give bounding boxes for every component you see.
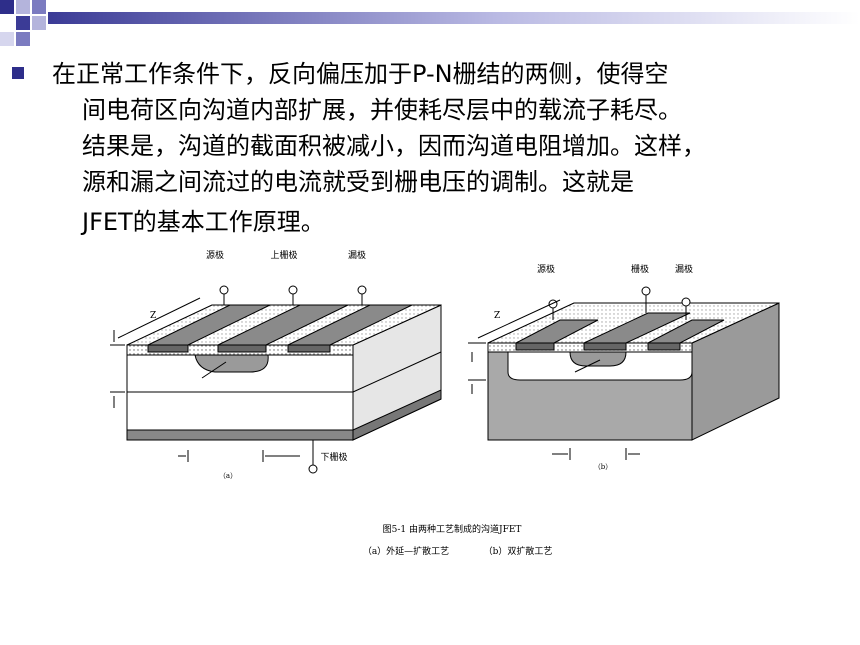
figure-subcaption-a: （a）外延—扩散工艺 bbox=[363, 545, 449, 557]
diagram-b-drain-label: 漏极 bbox=[675, 263, 693, 275]
paragraph-line-1: 在正常工作条件下，反向偏压加于P-N栅结的两侧，使得空 bbox=[52, 60, 669, 88]
diagram-a-epitaxial bbox=[110, 285, 442, 474]
figure-subcaption-b: （b）双扩散工艺 bbox=[484, 545, 553, 557]
body-paragraph: 在正常工作条件下，反向偏压加于P-N栅结的两侧，使得空 间电荷区向沟道内部扩展，… bbox=[12, 56, 842, 240]
paragraph-line-2: 间电荷区向沟道内部扩展，并使耗尽层中的载流子耗尽。 bbox=[82, 96, 682, 124]
diagram-b-z-label: Z bbox=[494, 311, 500, 321]
figure-caption: 图5-1 由两种工艺制成的沟道JFET bbox=[383, 523, 522, 535]
diagram-a-top-gate-label: 上栅极 bbox=[270, 249, 297, 261]
diagram-a-z-label: Z bbox=[150, 311, 156, 321]
diagram-b-sub-label: （b） bbox=[594, 463, 612, 471]
paragraph-line-3: 结果是，沟道的截面积被减小，因而沟道电阻增加。这样， bbox=[82, 132, 706, 160]
diagram-b-source-label: 源极 bbox=[537, 263, 555, 275]
paragraph-line-5: JFET的基本工作原理。 bbox=[82, 208, 325, 236]
diagram-b-double-diffusion bbox=[468, 286, 780, 460]
header-decoration bbox=[0, 0, 860, 46]
paragraph-line-4: 源和漏之间流过的电流就受到栅电压的调制。这就是 bbox=[82, 168, 634, 196]
diagram-a-source-label: 源极 bbox=[206, 249, 224, 261]
diagram-a-sub-label: （a） bbox=[219, 472, 237, 480]
diagram-a-drain-label: 漏极 bbox=[348, 249, 366, 261]
diagram-a-bottom-gate-label: 下栅极 bbox=[320, 451, 347, 463]
bullet-square-icon bbox=[12, 67, 24, 79]
diagram-b-gate-label: 栅极 bbox=[631, 263, 649, 275]
